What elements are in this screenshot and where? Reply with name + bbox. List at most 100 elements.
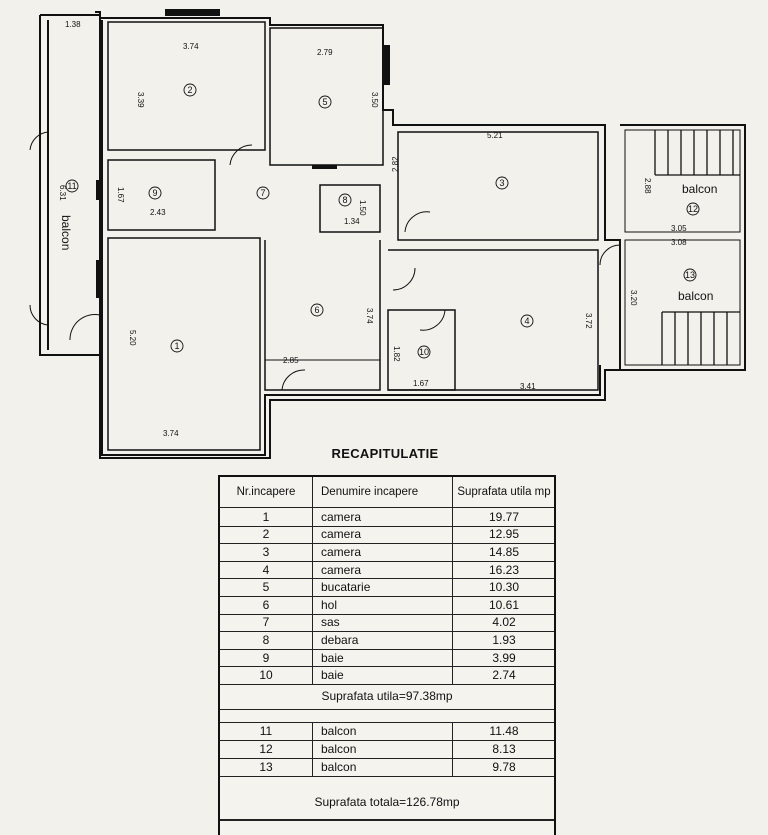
table-cell: 10 [220, 666, 313, 684]
table-cell: baie [313, 648, 453, 667]
recap-title: RECAPITULATIE [331, 446, 439, 461]
subtotal-text: Suprafata utila=97.38mp [321, 689, 453, 703]
dim-label: 3.74 [163, 429, 179, 438]
table-cell: balcon [313, 722, 453, 740]
dim-label: 2.85 [283, 356, 299, 365]
table-cell: baie [313, 666, 453, 684]
floor-plan: 1.38 3.74 2.79 3.39 3.50 6.31 1.67 2.43 … [29, 9, 746, 459]
dim-label: 1.50 [358, 200, 367, 216]
total-text: Suprafata totala=126.78mp [314, 795, 460, 809]
table-separator [220, 819, 554, 821]
table-cell: 11.48 [489, 724, 519, 738]
table-cell: camera [313, 525, 453, 544]
table-cell: 5 [220, 578, 313, 596]
table-cell: 8 [220, 631, 313, 649]
dim-label: 3.41 [520, 382, 536, 391]
dim-label: 5.20 [128, 330, 137, 346]
table-separator [220, 709, 554, 723]
dim-label: 2.79 [317, 48, 333, 57]
dim-label: 2.82 [391, 156, 400, 172]
dim-label: 6.31 [58, 185, 67, 201]
table-cell: hol [313, 596, 453, 614]
table-cell: 4.02 [492, 615, 516, 630]
room-number: 11 [67, 181, 76, 191]
room-number: 13 [685, 270, 695, 280]
dim-label: 1.67 [116, 187, 125, 203]
balcony-label: balcon [59, 215, 73, 250]
table-cell: 13 [220, 758, 313, 776]
table-header-row: Nr.incapere Denumire incapere Suprafata … [220, 477, 554, 508]
room-number: 4 [524, 316, 529, 326]
balcony-label: balcon [678, 289, 713, 303]
table-cell: 6 [220, 596, 313, 614]
dim-label: 3.05 [671, 224, 687, 233]
room-number: 1 [174, 341, 179, 351]
table-cell: 10.30 [488, 580, 520, 595]
room-number: 9 [152, 188, 157, 198]
room-number: 8 [342, 195, 347, 205]
table-cell: 4 [220, 560, 313, 579]
table-cell: camera [313, 560, 453, 579]
table-cell: 2.74 [492, 668, 516, 683]
dim-label: 2.88 [643, 178, 652, 194]
balcony-label: balcon [682, 182, 717, 196]
dim-label: 1.34 [344, 217, 360, 226]
table-cell: 1.93 [492, 632, 516, 647]
dim-label: 3.20 [629, 290, 638, 306]
header-cell: Suprafata utila mp [457, 485, 551, 498]
table-cell: 7 [220, 613, 313, 632]
dim-label: 3.50 [370, 92, 379, 108]
table-cell: 16.23 [488, 562, 520, 577]
table-cell: 14.85 [488, 544, 520, 559]
dim-label: 1.38 [65, 20, 81, 29]
dim-label: 2.43 [150, 208, 166, 217]
table-cell: 8.13 [492, 742, 516, 756]
dim-label: 3.74 [183, 42, 199, 51]
table-cell: 1 [220, 508, 313, 526]
header-cell: Nr.incapere [220, 477, 313, 507]
table-cell: 10.61 [488, 597, 520, 612]
dim-label: 3.08 [671, 238, 687, 247]
room-number: 12 [688, 204, 698, 214]
table-cell: balcon [313, 740, 453, 758]
header-cell: Denumire incapere [313, 477, 453, 507]
table-cell: 12 [220, 740, 313, 758]
table-cell: camera [313, 543, 453, 561]
dim-label: 1.67 [413, 379, 429, 388]
dim-label: 1.82 [392, 346, 401, 362]
room-number: 2 [187, 85, 192, 95]
table-cell: 9 [220, 648, 313, 667]
table-cell: 19.77 [488, 509, 520, 524]
table-cell: 11 [220, 722, 313, 740]
table-cell: 3.99 [492, 650, 516, 665]
room-number: 7 [260, 188, 265, 198]
recap-table: Nr.incapere Denumire incapere Suprafata … [218, 475, 556, 835]
dim-label: 3.72 [584, 313, 593, 329]
dim-label: 3.74 [365, 308, 374, 324]
table-cell: sas [313, 613, 453, 632]
room-number: 6 [314, 305, 319, 315]
table-cell: debara [313, 631, 453, 649]
dim-label: 3.39 [136, 92, 145, 108]
table-cell: camera [313, 508, 453, 526]
room-number: 10 [419, 347, 429, 357]
table-cell: 3 [220, 543, 313, 561]
table-cell: balcon [313, 758, 453, 776]
dim-label: 5.21 [487, 131, 503, 140]
table-cell: bucatarie [313, 578, 453, 596]
table-cell: 2 [220, 525, 313, 544]
room-number: 3 [499, 178, 504, 188]
table-cell: 9.78 [492, 760, 516, 774]
